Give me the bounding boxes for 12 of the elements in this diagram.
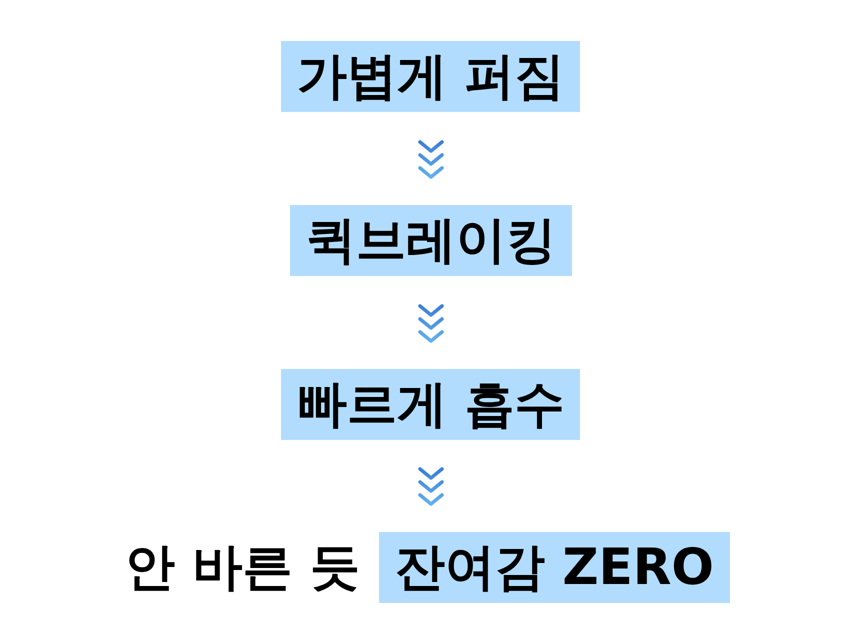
keyword-text: 가볍게 퍼짐 — [297, 47, 564, 105]
keyword-text: 잔여감 ZERO — [395, 538, 714, 596]
highlight-box — [281, 369, 580, 440]
chevron-arrow — [418, 467, 444, 506]
side-text: 안 바른 듯 — [125, 537, 360, 598]
highlight-box — [290, 205, 572, 276]
keyword-text: 빠르게 흡수 — [297, 375, 564, 433]
chevron-arrow — [418, 140, 444, 179]
highlight-box — [281, 41, 580, 112]
chevron-arrow — [418, 304, 444, 343]
keyword-text: 퀵브레이킹 — [306, 211, 556, 269]
highlight-box — [379, 532, 730, 603]
